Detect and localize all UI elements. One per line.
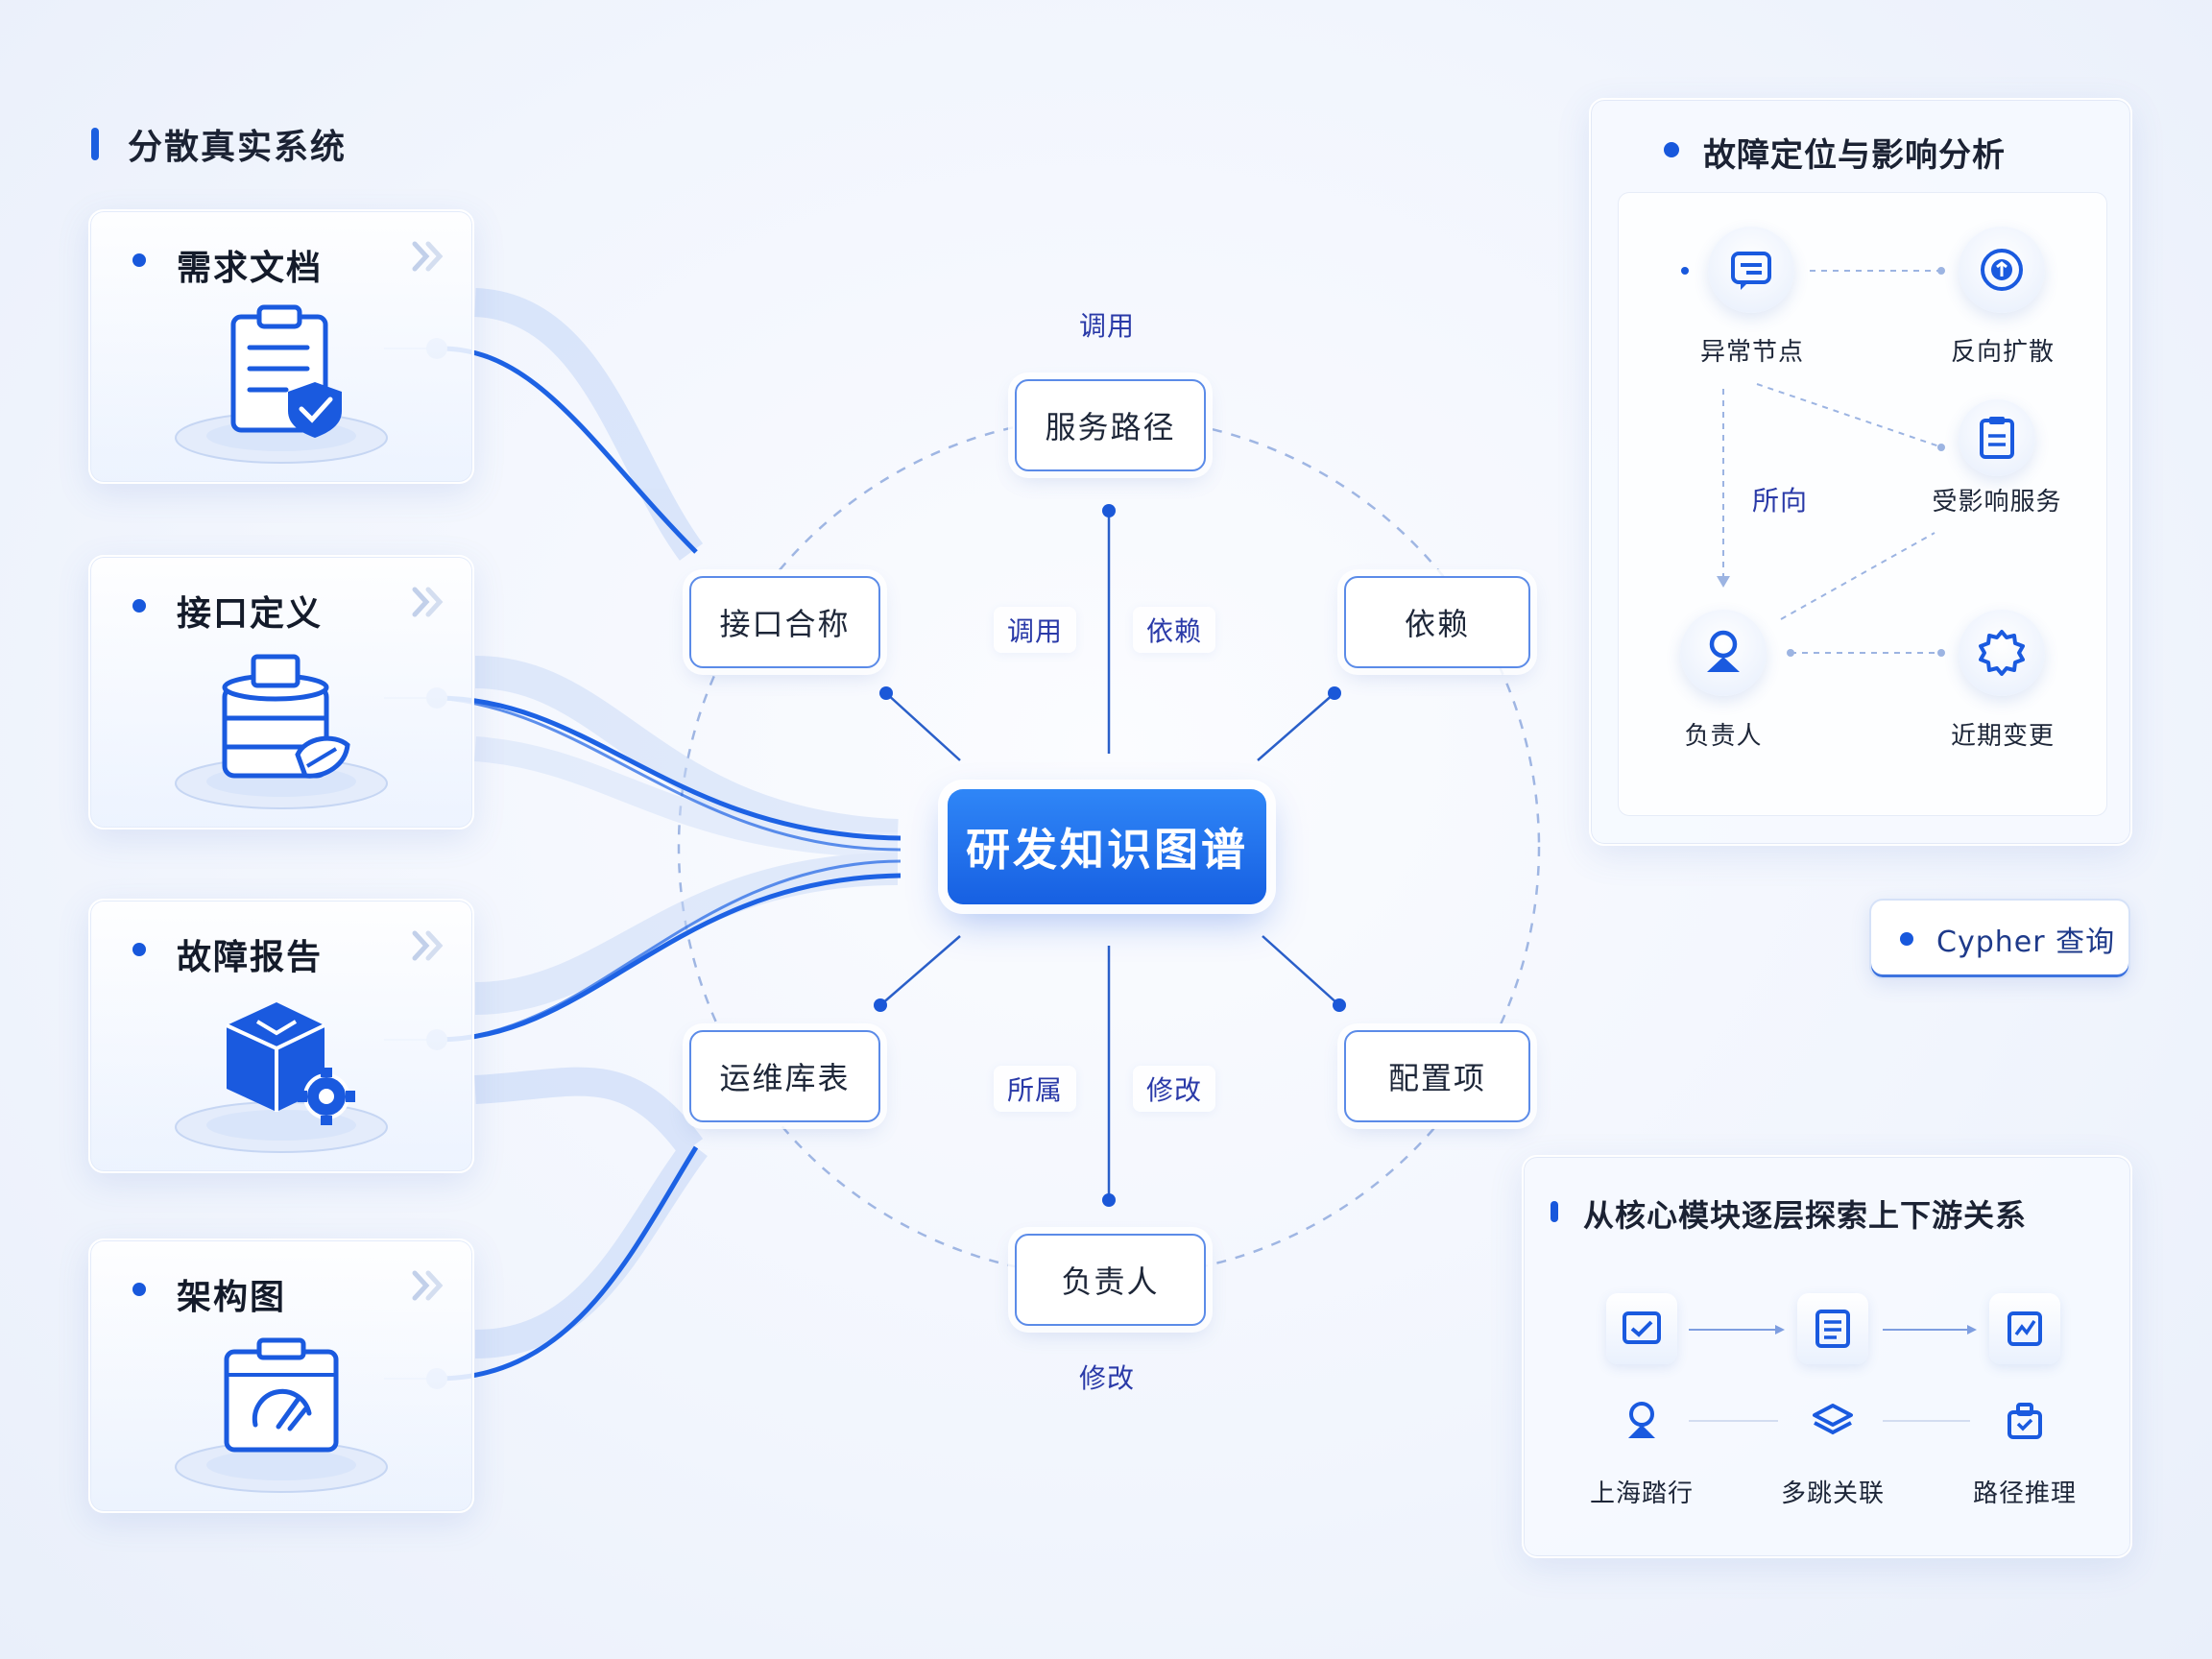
explore-panel: 从核心模块逐层探索上下游关系 上海踏行 多跳关联 路径推理 <box>1522 1155 2132 1558</box>
node-interface-name[interactable]: 接口合称 <box>689 576 880 668</box>
sources-title-text: 分散真实系统 <box>128 128 348 167</box>
expand-chevron-icon <box>412 930 444 961</box>
layers-hub-icon[interactable] <box>1797 1385 1868 1456</box>
node-owner[interactable]: 负责人 <box>1015 1234 1206 1326</box>
source-card-interface[interactable]: 接口定义 <box>88 555 474 830</box>
card-dot <box>132 1283 146 1296</box>
reverse-spread-icon[interactable] <box>1959 227 2045 313</box>
explore-label-1: 上海踏行 <box>1589 1479 1694 1508</box>
source-card-fault-report[interactable]: 故障报告 <box>88 899 474 1173</box>
source-card-title: 架构图 <box>177 1278 287 1317</box>
cypher-query-button[interactable]: Cypher 查询 <box>1869 899 2130 979</box>
source-card-title: 故障报告 <box>177 938 324 977</box>
abnormal-node-icon[interactable] <box>1708 227 1794 313</box>
edge-label-lower-right: 修改 <box>1133 1066 1216 1112</box>
card-dot <box>132 253 146 267</box>
spoke-end-dots <box>874 504 1346 1207</box>
fault-analysis-panel: 故障定位与影响分析 异常节点 反向扩散 受影响服务 所向 <box>1589 98 2132 846</box>
fault-flow-connectors <box>1681 267 1945 657</box>
owner-label: 负责人 <box>1684 722 1763 751</box>
sources-section-title: 分散真实系统 <box>91 123 347 167</box>
panel-dot <box>1664 142 1679 157</box>
expand-chevron-icon <box>412 587 444 617</box>
recent-change-label: 近期变更 <box>1950 722 2055 751</box>
source-card-title: 需求文档 <box>177 249 324 288</box>
edge-label-bottom: 修改 <box>1079 1362 1136 1394</box>
fault-cube-gear-icon <box>175 1002 388 1153</box>
source-card-requirements[interactable]: 需求文档 <box>88 209 474 484</box>
fault-panel-body: 异常节点 反向扩散 受影响服务 所向 负责人 近期变更 <box>1618 192 2107 816</box>
card-dot <box>132 599 146 613</box>
path-briefcase-icon[interactable] <box>1989 1385 2060 1456</box>
node-config-item[interactable]: 配置项 <box>1344 1030 1530 1122</box>
source-flow-ribbons <box>473 288 899 1358</box>
card-link-dots <box>426 338 447 1389</box>
source-card-architecture[interactable]: 架构图 <box>88 1238 474 1513</box>
explore-connectors <box>1689 1325 1977 1422</box>
expand-chevron-icon <box>412 241 444 272</box>
card-dot <box>132 943 146 956</box>
requirements-clipboard-shield-icon <box>175 304 388 464</box>
card-link-lines <box>384 348 437 1380</box>
expand-chevron-icon <box>412 1270 444 1301</box>
reverse-spread-label: 反向扩散 <box>1950 338 2055 367</box>
owner-person-icon[interactable] <box>1680 610 1767 696</box>
center-node-knowledge-graph[interactable]: 研发知识图谱 <box>948 789 1266 904</box>
affected-service-label: 受影响服务 <box>1932 488 2062 517</box>
module-trend-icon[interactable] <box>1989 1293 2060 1364</box>
node-service-path[interactable]: 服务路径 <box>1015 379 1206 471</box>
center-spokes <box>879 511 1340 1200</box>
architecture-chart-icon <box>175 1337 388 1493</box>
cypher-query-label: Cypher 查询 <box>1936 926 2116 959</box>
edge-label-upper-left: 调用 <box>994 607 1077 653</box>
interface-database-icon <box>175 654 388 809</box>
module-document-icon[interactable] <box>1797 1293 1868 1364</box>
source-card-title: 接口定义 <box>177 594 324 634</box>
fault-arrow-label: 所向 <box>1752 485 1809 517</box>
abnormal-node-label: 异常节点 <box>1699 338 1804 367</box>
recent-change-gear-icon[interactable] <box>1959 610 2045 696</box>
source-flow-lines <box>436 346 902 1382</box>
fault-panel-title: 故障定位与影响分析 <box>1703 136 2006 175</box>
node-ops-table[interactable]: 运维库表 <box>689 1030 880 1122</box>
module-check-icon[interactable] <box>1606 1293 1677 1364</box>
explore-label-3: 路径推理 <box>1972 1479 2077 1508</box>
title-accent-bar <box>91 128 99 160</box>
affected-service-icon[interactable] <box>1959 399 2035 476</box>
edge-label-lower-left: 所属 <box>994 1066 1077 1112</box>
edge-label-upper-right: 依赖 <box>1133 607 1216 653</box>
edge-label-top: 调用 <box>1079 310 1136 342</box>
explore-panel-title: 从核心模块逐层探索上下游关系 <box>1583 1197 2028 1234</box>
explore-accent-bar <box>1551 1201 1558 1222</box>
cypher-dot <box>1900 932 1913 946</box>
node-dependency[interactable]: 依赖 <box>1344 576 1530 668</box>
explore-label-2: 多跳关联 <box>1780 1479 1885 1508</box>
person-badge-icon[interactable] <box>1606 1385 1677 1456</box>
